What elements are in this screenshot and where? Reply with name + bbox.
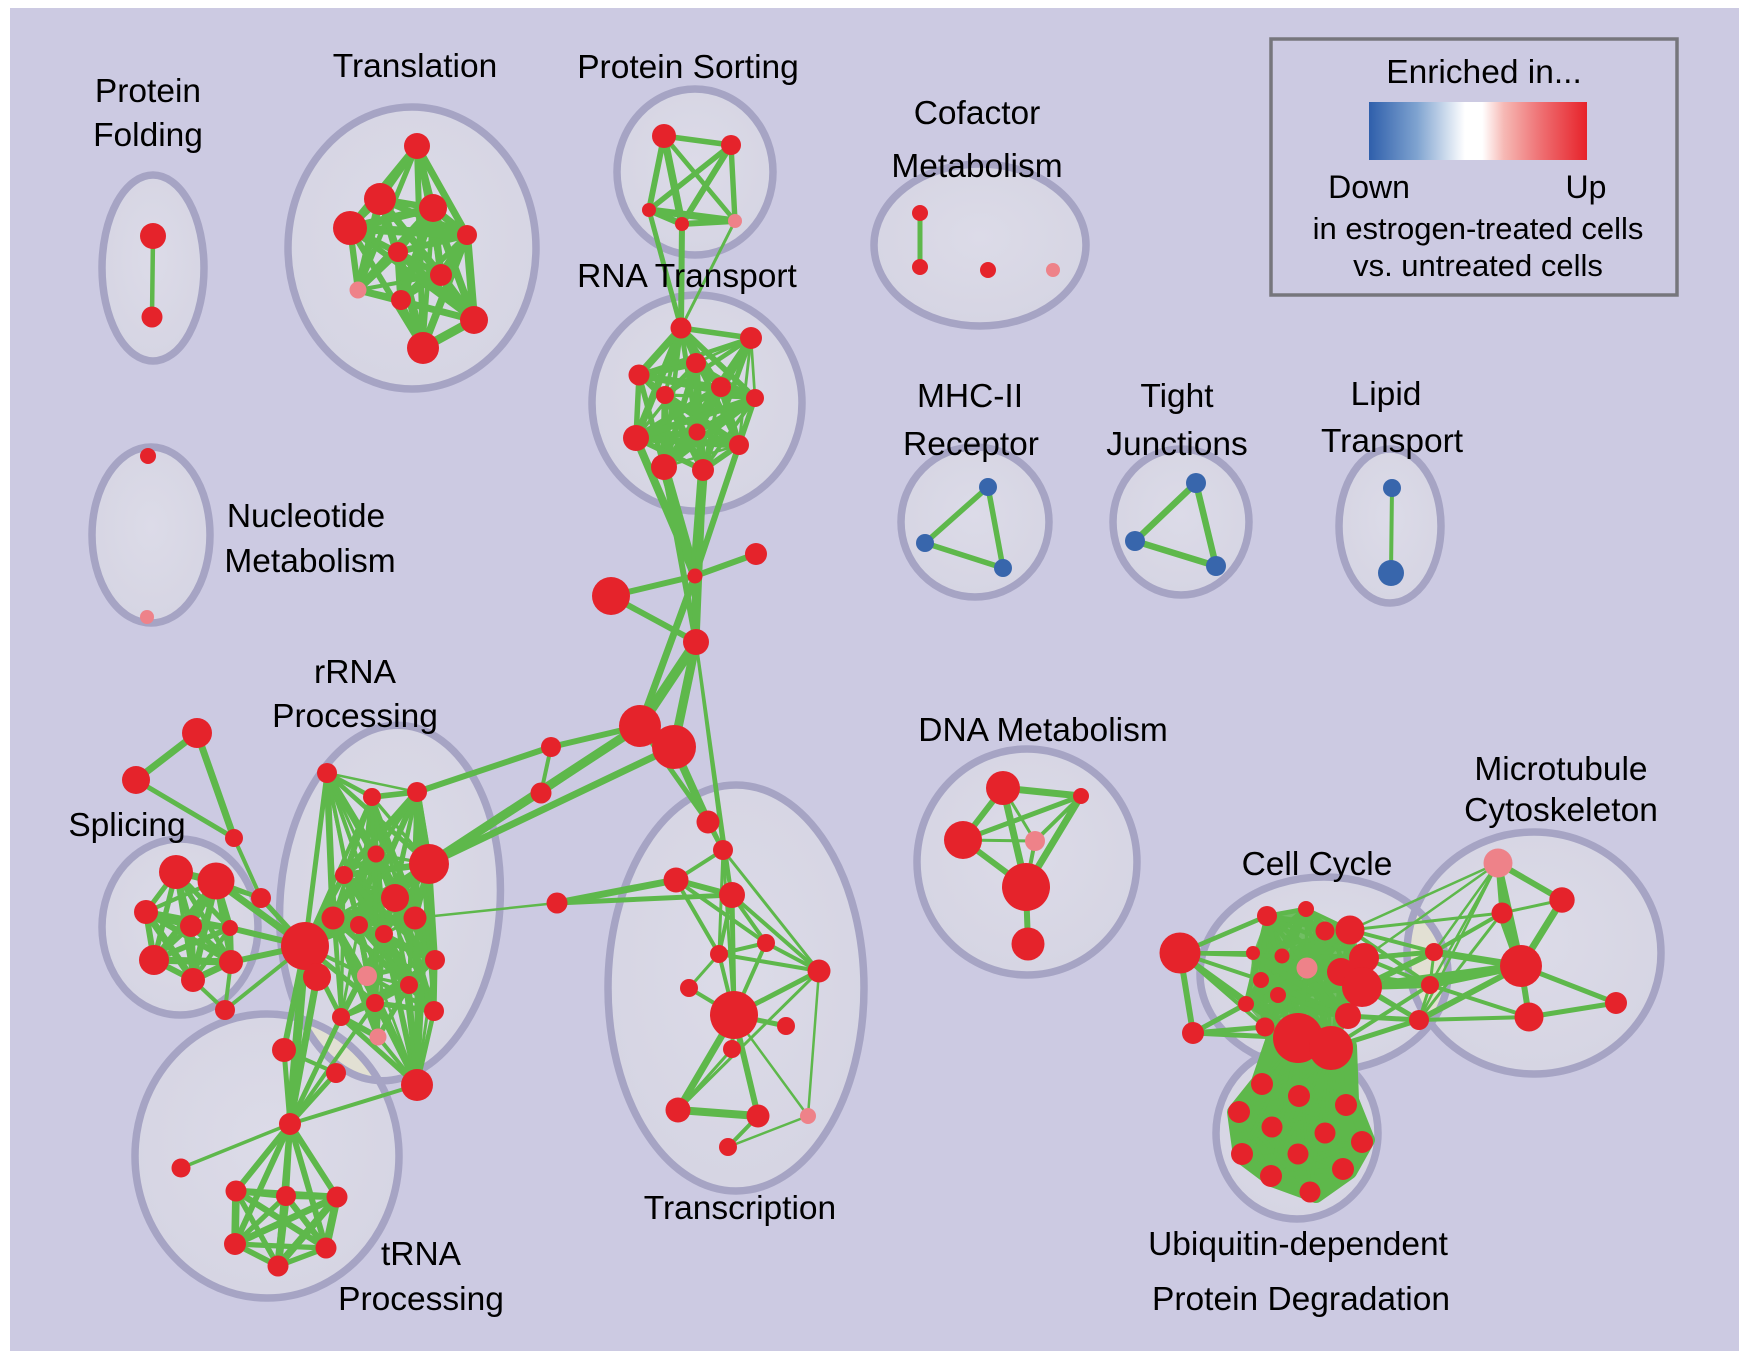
svg-text:tRNA: tRNA (381, 1236, 462, 1273)
svg-text:Translation: Translation (333, 48, 497, 85)
svg-text:Folding: Folding (93, 117, 203, 154)
svg-text:in estrogen-treated cells: in estrogen-treated cells (1313, 211, 1644, 246)
svg-text:Enriched in...: Enriched in... (1386, 54, 1582, 91)
svg-text:Protein Sorting: Protein Sorting (577, 49, 799, 86)
svg-text:Transport: Transport (1321, 423, 1464, 460)
svg-text:Cytoskeleton: Cytoskeleton (1464, 792, 1658, 829)
svg-text:Nucleotide: Nucleotide (227, 498, 385, 535)
svg-text:Metabolism: Metabolism (224, 543, 395, 580)
svg-text:Microtubule: Microtubule (1474, 751, 1647, 788)
svg-text:Protein Degradation: Protein Degradation (1152, 1281, 1450, 1318)
svg-text:Up: Up (1566, 169, 1607, 205)
svg-text:Splicing: Splicing (68, 807, 185, 844)
svg-text:Receptor: Receptor (903, 426, 1039, 463)
svg-text:Lipid: Lipid (1351, 376, 1422, 413)
svg-text:Cofactor: Cofactor (914, 95, 1041, 132)
svg-text:Transcription: Transcription (644, 1190, 836, 1227)
svg-text:RNA Transport: RNA Transport (577, 258, 797, 295)
svg-text:Protein: Protein (95, 73, 201, 110)
svg-text:rRNA: rRNA (314, 654, 397, 691)
svg-text:Tight: Tight (1140, 378, 1214, 415)
svg-text:Processing: Processing (338, 1281, 504, 1318)
svg-text:vs. untreated cells: vs. untreated cells (1353, 248, 1603, 283)
svg-text:Processing: Processing (272, 698, 438, 735)
svg-text:Ubiquitin-dependent: Ubiquitin-dependent (1148, 1226, 1449, 1263)
svg-text:MHC-II: MHC-II (917, 378, 1023, 415)
svg-text:Cell Cycle: Cell Cycle (1242, 846, 1393, 883)
svg-text:Junctions: Junctions (1106, 426, 1248, 463)
svg-text:Metabolism: Metabolism (891, 148, 1062, 185)
svg-text:DNA Metabolism: DNA Metabolism (918, 712, 1167, 749)
svg-text:Down: Down (1328, 169, 1410, 205)
